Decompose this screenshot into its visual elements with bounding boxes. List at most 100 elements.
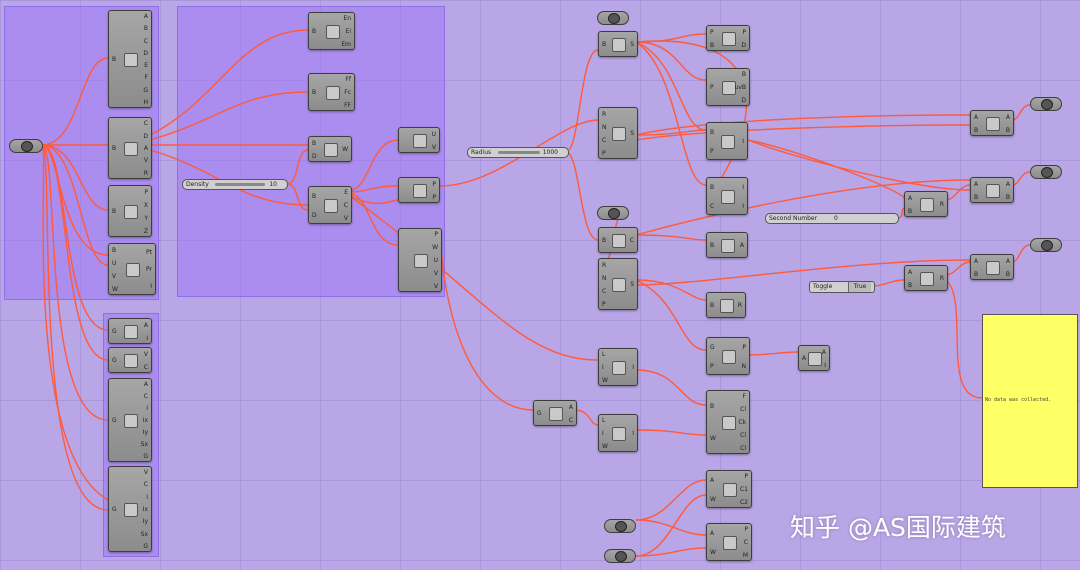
input-pin[interactable]: G [112,417,117,424]
output-pin[interactable]: B [1005,271,1010,278]
input-pin[interactable]: D [312,153,317,160]
input-pin[interactable]: N [602,275,607,282]
output-pin[interactable]: F [742,393,746,400]
input-pin[interactable]: G [112,328,117,335]
input-pin[interactable]: B [602,41,607,48]
input-pin[interactable]: B [602,237,607,244]
input-pin[interactable]: L [602,351,606,358]
output-pin[interactable]: Em [341,41,351,48]
input-pin[interactable]: B [710,302,715,309]
output-param-1[interactable] [1030,97,1062,111]
input-pin[interactable]: L [602,417,606,424]
output-pin[interactable]: H [143,99,148,106]
slider-track[interactable] [498,151,540,154]
output-pin[interactable]: Pt [146,249,152,256]
input-pin[interactable]: D [312,212,317,219]
output-pin[interactable]: C [143,38,148,45]
output-pin[interactable]: A [143,381,148,388]
input-pin[interactable]: W [602,443,608,450]
output-pin[interactable]: C [568,417,573,424]
toggle-value[interactable]: True [848,282,871,292]
output-panel[interactable]: No data was collected. [982,314,1078,488]
input-pin[interactable]: B [710,242,715,249]
input-pin[interactable]: B [112,56,117,63]
output-pin[interactable]: D [741,42,746,49]
input-pin[interactable]: W [602,377,608,384]
input-pin[interactable]: G [112,357,117,364]
output-pin[interactable]: Cl [740,432,746,439]
input-pin[interactable]: C [710,203,715,210]
input-pin[interactable]: P [710,29,714,36]
output-pin[interactable]: V [431,144,436,151]
output-pin[interactable]: P [432,181,436,188]
output-pin[interactable]: F [144,74,148,81]
input-pin[interactable]: B [710,42,715,49]
output-pin[interactable]: P [434,231,438,238]
output-pin[interactable]: U [431,131,436,138]
input-pin[interactable]: B [974,127,979,134]
input-pin[interactable]: A [908,269,913,276]
output-pin[interactable]: V [433,283,438,290]
input-pin[interactable]: B [908,208,913,215]
output-pin[interactable]: P [144,189,148,196]
input-pin[interactable]: B [710,403,715,410]
output-pin[interactable]: C [343,202,348,209]
output-pin[interactable]: B [741,71,746,78]
input-pin[interactable]: B [112,208,117,215]
output-pin[interactable]: S [630,130,634,137]
input-pin[interactable]: B [312,28,317,35]
input-pin[interactable]: B [908,282,913,289]
output-pin[interactable]: R [939,275,944,282]
input-pin[interactable]: C [602,288,607,295]
output-pin[interactable]: Cl [740,406,746,413]
output-pin[interactable]: D [143,50,148,57]
input-pin[interactable]: B [112,247,117,254]
output-pin[interactable]: E [144,62,148,69]
input-pin[interactable]: C [602,137,607,144]
output-pin[interactable]: Ei [345,28,351,35]
second-number-slider[interactable]: Second Number 0 [765,213,899,224]
output-pin[interactable]: P [744,473,748,480]
output-pin[interactable]: C1 [739,486,748,493]
slider-track[interactable] [215,183,265,186]
input-pin[interactable]: G [112,506,117,513]
output-pin[interactable]: P [432,194,436,201]
input-pin[interactable]: G [710,344,715,351]
input-pin[interactable]: B [974,194,979,201]
input-pin[interactable]: A [974,114,979,121]
param-mid[interactable] [597,206,629,220]
output-pin[interactable]: C [629,237,634,244]
output-pin[interactable]: I [632,364,634,371]
input-pin[interactable]: B [312,89,317,96]
output-pin[interactable]: S [630,41,634,48]
input-pin[interactable]: U [112,260,117,267]
output-pin[interactable]: I [742,138,744,145]
input-pin[interactable]: B [312,140,317,147]
output-pin[interactable]: Ix [142,417,148,424]
input-pin[interactable]: P [710,148,714,155]
boolean-toggle[interactable]: Toggle True [809,281,875,293]
output-pin[interactable]: C [143,364,148,371]
output-pin[interactable]: U [433,257,438,264]
brep-param-source[interactable] [9,139,43,153]
input-pin[interactable]: R [602,262,607,269]
input-pin[interactable]: A [974,258,979,265]
output-pin[interactable]: C [143,393,148,400]
